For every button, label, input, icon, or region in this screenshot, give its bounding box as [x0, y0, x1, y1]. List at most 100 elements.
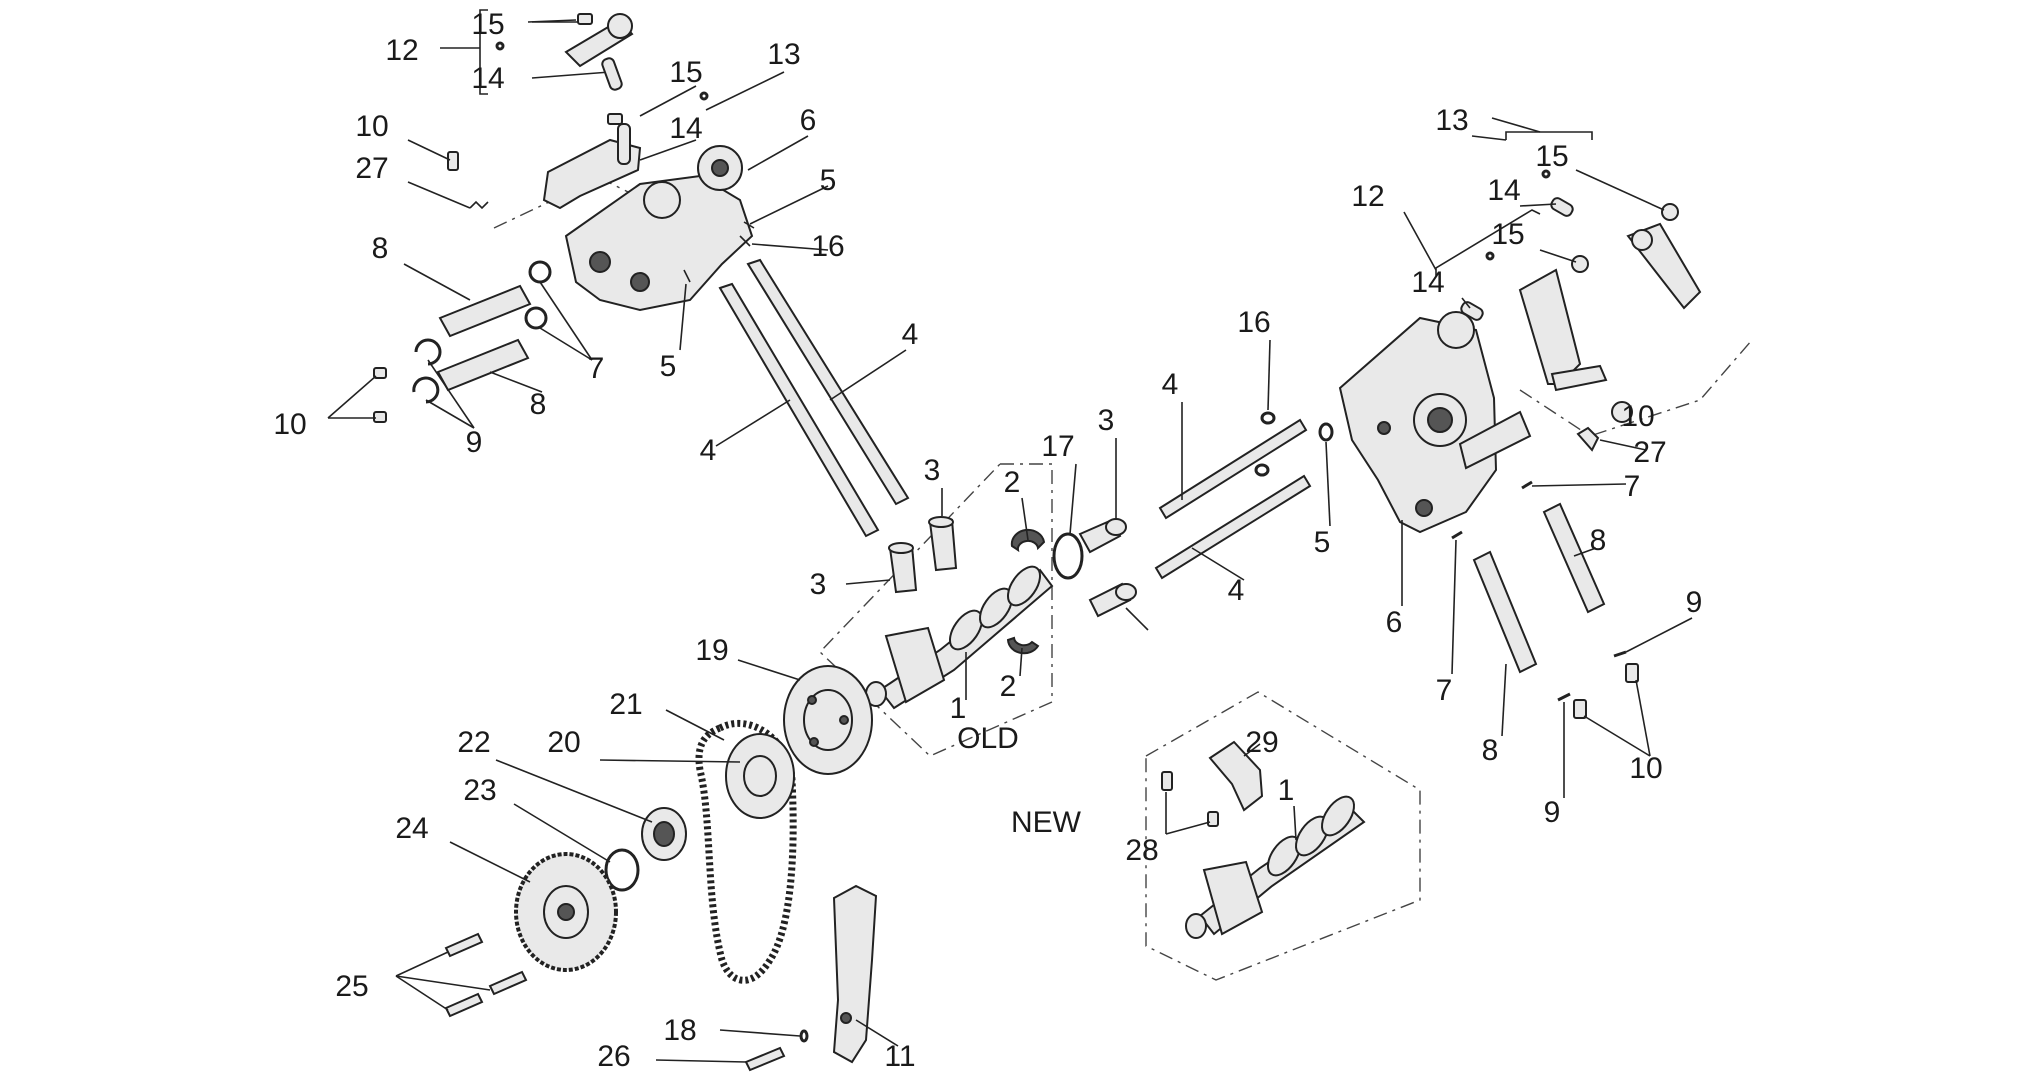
ldr-20: [599, 759, 741, 763]
bracket-13-right: [1505, 131, 1593, 140]
ldr-13-right: [1471, 135, 1507, 141]
right-rocker-outline: [1519, 339, 1753, 437]
part-label: 7: [1624, 470, 1641, 503]
part-label: OLD: [957, 722, 1019, 755]
ldr-16-right: [1267, 339, 1271, 411]
left-washer-7a: [528, 260, 552, 284]
part-label: 16: [1237, 306, 1270, 339]
cam-sprocket-hole-2: [839, 715, 849, 725]
part-label: 19: [695, 634, 728, 667]
right-screw-10b: [1573, 699, 1587, 719]
ldr-19: [737, 659, 801, 681]
part-label: 11: [884, 1040, 915, 1073]
ldr-5-left: [749, 185, 829, 225]
right-support-boss-1: [1437, 311, 1475, 349]
new-camshaft-outline: [1145, 691, 1421, 981]
right-pin-14b: [1460, 301, 1484, 321]
new-cam-journal: [1185, 913, 1207, 939]
part-label: 15: [1535, 140, 1568, 173]
right-dot-15b: [1485, 251, 1495, 261]
left-support-hole-2: [589, 251, 611, 273]
ldr-4-left-b: [715, 399, 791, 447]
tappet-right-b-top: [1115, 583, 1137, 601]
ldr-6-left: [747, 135, 809, 171]
right-spring-27: [1576, 426, 1600, 452]
part-label: 5: [820, 164, 837, 197]
old-bushing-2-bottom: [1006, 636, 1040, 655]
right-shaft-8a: [1542, 502, 1606, 614]
part-label: 7: [1436, 674, 1453, 707]
part-label: NEW: [1011, 806, 1082, 839]
part-label: 22: [457, 726, 490, 759]
part-15-dot-1: [495, 41, 505, 51]
ldr-8-right-a: [1573, 547, 1597, 557]
new-cam-lobe-3: [1321, 795, 1355, 837]
left-screw-10b: [373, 411, 387, 423]
ldr-28-b: [1165, 821, 1211, 835]
part-14-pin-top: [601, 57, 623, 91]
bolt-25b: [488, 970, 528, 996]
part-label: 8: [530, 388, 547, 421]
part-label: 28: [1125, 834, 1158, 867]
part-label: 13: [1435, 104, 1468, 137]
bolts: [444, 932, 809, 1072]
ldr-17: [1069, 463, 1077, 535]
tappets: [888, 516, 1137, 618]
left-rocker-support: [542, 123, 754, 312]
right-pushrod-b: [1154, 474, 1312, 580]
right-rocker-arms: [1460, 169, 1702, 392]
old-cam-flange: [884, 626, 946, 704]
ldr-4-left-a: [829, 349, 907, 401]
ldr-16-left: [751, 243, 829, 251]
left-rocker-small-parts: [495, 13, 709, 125]
ldr-4-right-b: [1191, 547, 1245, 581]
ldr-10-left-a: [327, 375, 377, 419]
left-rocker-arm: [542, 138, 642, 210]
part-label: 15: [1491, 218, 1524, 251]
part-label: 4: [1228, 574, 1245, 607]
ldr-5-right: [1325, 441, 1331, 527]
ldr-15-top: [527, 19, 577, 23]
part-label: 10: [355, 110, 388, 143]
tappet-right-a-top: [1105, 518, 1127, 536]
part-label: 4: [902, 318, 919, 351]
part-label: 10: [1629, 752, 1662, 785]
ldr-7-right-b: [1451, 539, 1457, 675]
right-support-bracket: [1458, 410, 1532, 470]
ldr-8-left-bottom: [489, 371, 543, 393]
ldr-1-new: [1293, 805, 1297, 841]
ldr-13-top: [705, 71, 785, 111]
ldr-18: [719, 1029, 801, 1037]
left-clip-9a: [414, 338, 442, 366]
new-camshaft: [1161, 740, 1366, 939]
new-screw-28a: [1161, 771, 1173, 791]
part-label: 8: [1590, 524, 1607, 557]
part-label: 7: [588, 352, 605, 385]
crank-sprocket-hub: [743, 755, 777, 797]
part-label: 18: [663, 1014, 696, 1047]
timing-chain: [695, 720, 797, 984]
part-label: 2: [1000, 670, 1017, 703]
part-label: 12: [385, 34, 418, 67]
part-label: 5: [660, 350, 677, 383]
part-label: 15: [471, 8, 504, 41]
ldr-12-right: [1403, 211, 1437, 271]
washer-18: [799, 1029, 809, 1043]
part-label: 23: [463, 774, 496, 807]
old-cam-lobe-3: [1007, 565, 1041, 607]
part-label: 20: [547, 726, 580, 759]
left-spring-27: [469, 200, 489, 210]
left-shaft-upper: [438, 284, 532, 338]
ldr-2-top: [1021, 497, 1029, 541]
bolt-25a: [444, 932, 484, 958]
old-camshaft-outline: [819, 463, 1053, 757]
ldr-29: [1243, 743, 1261, 757]
crank-components: [514, 807, 687, 972]
cam-sprocket-hole-3: [809, 737, 819, 747]
ldr-9-left-b: [425, 399, 475, 429]
right-dot-15a: [1541, 169, 1551, 179]
ldr-15-right-b: [1539, 249, 1577, 263]
tappet-left-a-top: [888, 542, 914, 554]
left-pushrod-b: [746, 258, 910, 506]
part-label: 17: [1041, 430, 1074, 463]
